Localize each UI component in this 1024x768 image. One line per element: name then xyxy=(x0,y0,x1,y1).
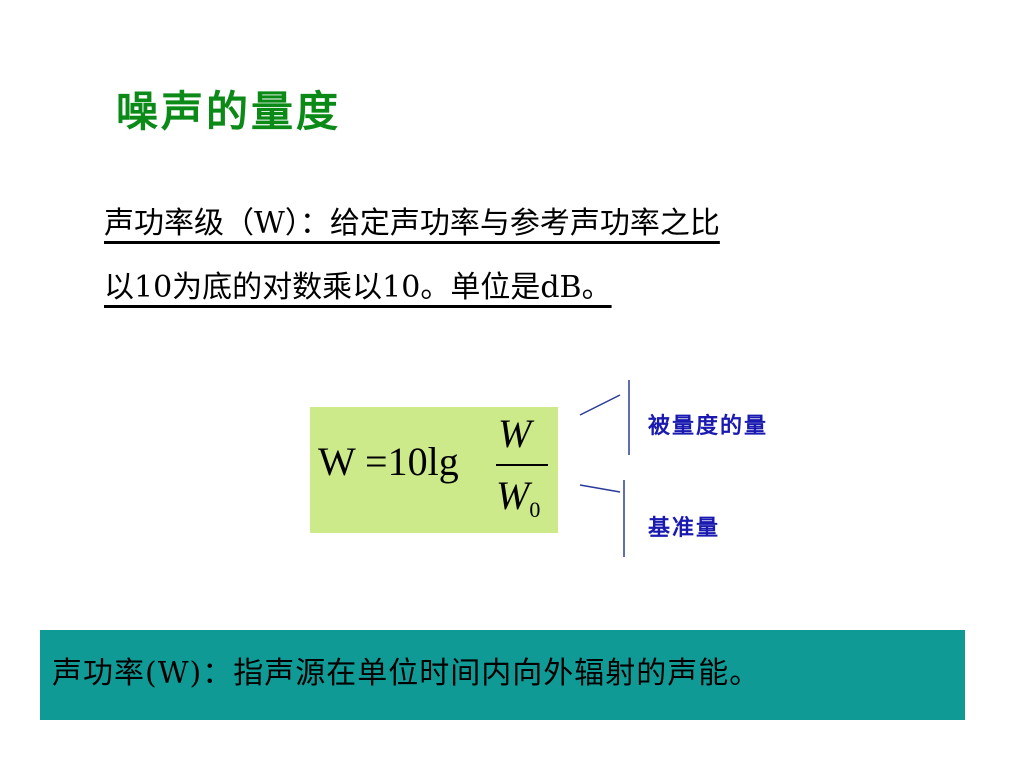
annotation-reference-quantity: 基准量 xyxy=(648,515,721,541)
formula-box xyxy=(310,407,558,533)
definition-line-1: 声功率级（W）：给定声功率与参考声功率之比 xyxy=(104,206,720,241)
formula-denominator-subscript: 0 xyxy=(529,497,541,522)
formula-denominator: W0 xyxy=(496,472,540,523)
formula-numerator: W xyxy=(498,411,532,456)
bracket-top-pointer xyxy=(579,394,621,416)
annotation-measured-quantity: 被量度的量 xyxy=(648,413,769,439)
bracket-bottom-pointer xyxy=(579,484,621,493)
footer-box xyxy=(40,630,965,720)
definition-line-2: 以10为底的对数乘以10。单位是dB。 xyxy=(104,270,612,305)
formula-denominator-symbol: W xyxy=(496,473,530,518)
slide-title: 噪声的量度 xyxy=(116,87,342,136)
formula-lhs: W =10lg xyxy=(318,439,459,484)
footer-text: 声功率(W)：指声源在单位时间内向外辐射的声能。 xyxy=(52,656,761,691)
fraction-line xyxy=(496,464,548,466)
definition-text: 声功率级（W）：给定声功率与参考声功率之比 以10为底的对数乘以10。单位是dB… xyxy=(104,192,944,320)
annotation-brackets xyxy=(579,380,630,557)
